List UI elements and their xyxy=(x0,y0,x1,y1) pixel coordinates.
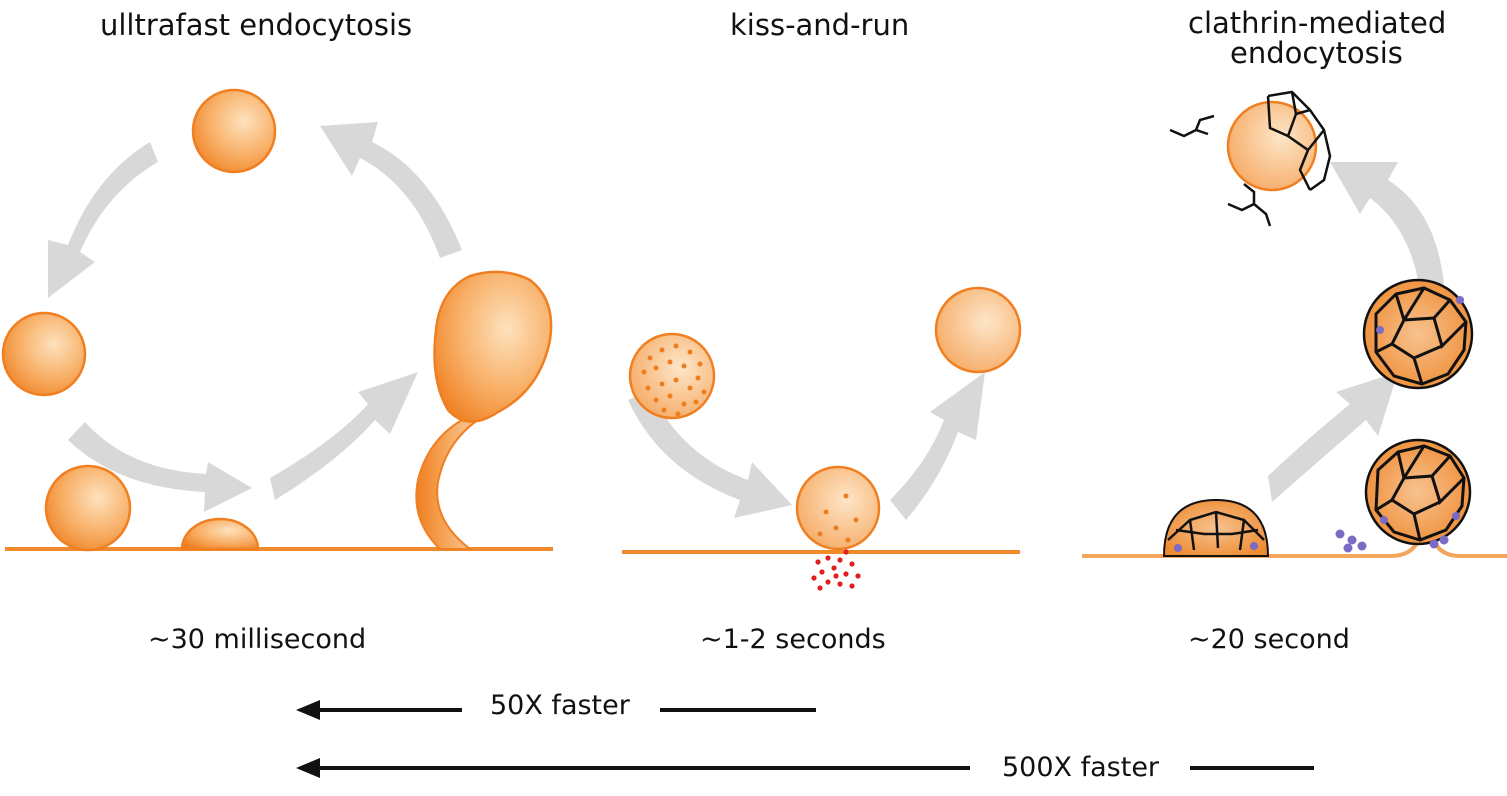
panel-kiss-and-run xyxy=(622,286,1022,591)
comparison-50x-arrowhead xyxy=(296,700,320,720)
endocytic-tube xyxy=(415,419,482,550)
comparison-50x xyxy=(296,700,816,720)
clathrin-coated-pit xyxy=(1162,498,1270,557)
panel-clathrin xyxy=(1082,90,1507,558)
time-ultrafast: ~30 millisecond xyxy=(148,624,367,655)
vesicle-cargo-dots xyxy=(641,343,707,417)
uncoating-vesicle xyxy=(1226,90,1332,192)
clathrin-coated-vesicle-budding xyxy=(1364,438,1472,546)
free-triskelion-2 xyxy=(1227,183,1272,227)
clathrin-arrow-upper xyxy=(1330,162,1444,290)
cycle-arrow-top-right xyxy=(320,122,462,258)
cycle-arrow-bottom-left xyxy=(68,422,252,512)
cycle-arrow-bottom-right xyxy=(270,372,418,500)
label-50x-faster: 50X faster xyxy=(490,690,630,721)
free-triskelion-1 xyxy=(1169,114,1215,138)
label-500x-faster: 500X faster xyxy=(1002,752,1160,783)
fusing-vesicle xyxy=(180,517,260,551)
time-kiss-and-run: ~1-2 seconds xyxy=(700,624,886,655)
vesicle-kiss-fusing xyxy=(795,465,881,551)
kiss-arrow-in xyxy=(628,390,792,518)
title-clathrin-line1: clathrin-mediated xyxy=(1188,6,1447,40)
time-clathrin: ~20 second xyxy=(1188,624,1350,655)
large-endocytic-vesicle xyxy=(433,270,553,423)
panel-ultrafast xyxy=(1,88,553,552)
vesicle-docked xyxy=(44,464,132,552)
title-ultrafast: ulltrafast endocytosis xyxy=(100,8,413,42)
cycle-arrow-top-left xyxy=(48,142,158,298)
vesicle-kiss-dots xyxy=(817,493,859,543)
vesicle-left xyxy=(1,311,87,397)
title-clathrin-line2: endocytosis xyxy=(1230,36,1403,70)
vesicle-top xyxy=(191,88,277,174)
vesicle-filled xyxy=(628,332,716,420)
comparison-500x-arrowhead xyxy=(296,758,320,778)
vesicle-retrieved xyxy=(934,286,1022,374)
adaptor-proteins xyxy=(1335,529,1449,553)
clathrin-arrow-lower xyxy=(1268,372,1398,502)
comparison-500x xyxy=(296,758,1314,778)
clathrin-coated-vesicle xyxy=(1362,278,1474,390)
released-cargo xyxy=(811,549,861,591)
title-kiss-and-run: kiss-and-run xyxy=(730,8,910,42)
kiss-arrow-out xyxy=(890,372,985,520)
